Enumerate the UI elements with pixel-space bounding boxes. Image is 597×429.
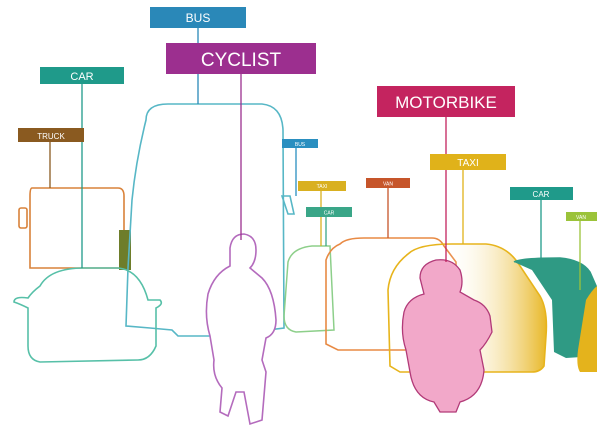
label-cyclist: CYCLIST — [166, 43, 316, 74]
label-van: VAN — [366, 178, 410, 188]
label-car-small: CAR — [306, 207, 352, 217]
svg-text:CAR: CAR — [533, 190, 550, 199]
car-far-right-shape — [577, 286, 597, 372]
svg-text:CAR: CAR — [324, 211, 335, 217]
label-taxi-right: TAXI — [430, 154, 506, 170]
svg-text:VAN: VAN — [576, 215, 586, 221]
svg-text:MOTORBIKE: MOTORBIKE — [395, 93, 497, 112]
car-right-shape — [513, 257, 597, 358]
svg-text:BUS: BUS — [186, 11, 211, 25]
svg-text:CYCLIST: CYCLIST — [201, 50, 282, 71]
svg-text:TRUCK: TRUCK — [37, 132, 65, 141]
svg-text:VAN: VAN — [383, 182, 393, 188]
label-motorbike: MOTORBIKE — [377, 86, 515, 117]
svg-text:TAXI: TAXI — [317, 184, 328, 190]
van-outline — [325, 237, 457, 351]
car-left-outline — [13, 267, 163, 363]
svg-text:CAR: CAR — [70, 71, 93, 83]
label-car-left: CAR — [40, 67, 124, 84]
label-bus: BUS — [150, 7, 246, 28]
label-bus-small: BUS — [282, 139, 318, 148]
truck-outline — [18, 187, 125, 269]
label-van-far: VAN — [566, 212, 597, 221]
svg-text:TAXI: TAXI — [457, 158, 478, 169]
leader-lines — [49, 28, 581, 290]
bus-outline — [125, 103, 295, 337]
cyclist-shape — [205, 233, 277, 426]
svg-text:BUS: BUS — [295, 142, 306, 148]
label-car-right: CAR — [510, 187, 573, 200]
small-car-outline — [283, 245, 335, 333]
label-truck: TRUCK — [18, 128, 84, 142]
motorbike-rider-shape — [401, 259, 493, 413]
label-taxi-small: TAXI — [298, 181, 346, 191]
